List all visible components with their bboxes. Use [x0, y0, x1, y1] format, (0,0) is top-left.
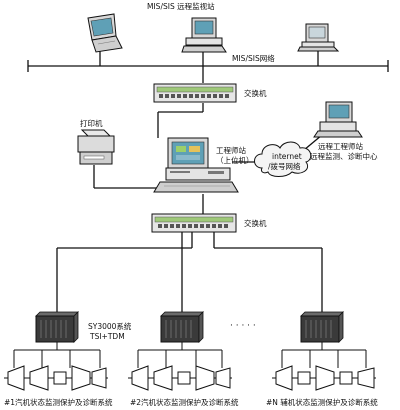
mis-network-label: MIS/SIS网络 — [232, 54, 275, 63]
cloud-label-dialup: /拨号网络 — [268, 162, 301, 171]
cabinet-unitN-icon — [300, 311, 344, 343]
laptop-icon — [87, 13, 123, 53]
remote-station-icon — [313, 101, 363, 138]
cloud-label-internet: internet — [272, 152, 302, 161]
cabinet-unit2-icon — [160, 311, 204, 343]
sy3000-label: SY3000系统 — [88, 322, 132, 331]
engineer-station-sublabel: （上位机） — [216, 156, 254, 165]
cabinet-unit1-icon — [35, 311, 79, 343]
ellipsis-more-units: · · · · · — [230, 321, 256, 331]
engineer-station-icon — [153, 137, 239, 193]
unit1-label: #1汽机状态监测保护及诊断系统 — [4, 398, 113, 407]
unitN-label: #N 辅机状态监测保护及诊断系统 — [266, 398, 378, 407]
printer-label: 打印机 — [80, 119, 103, 128]
engineer-station-label: 工程师站 — [216, 146, 246, 155]
top-station-label: MIS/SIS 远程监视站 — [147, 2, 215, 11]
unit1-machine-train — [4, 365, 108, 391]
sy3000-sublabel: TSI+TDM — [90, 332, 125, 341]
switch-bottom-icon — [151, 213, 237, 233]
unitN-machine-train — [272, 365, 376, 391]
unit2-label: #2汽机状态监测保护及诊断系统 — [130, 398, 239, 407]
switch-bottom-label: 交换机 — [244, 219, 267, 228]
remote-station-label: 远程工程师站 — [318, 142, 363, 151]
remote-center-label: 远程监测、诊断中心 — [310, 152, 378, 161]
internet-cloud-icon — [254, 141, 312, 177]
unit2-machine-train — [128, 365, 232, 391]
workstation-icon — [297, 23, 340, 52]
desktop-computer-icon — [181, 17, 227, 53]
switch-top-icon — [153, 83, 237, 103]
printer-icon — [77, 129, 115, 165]
switch-top-label: 交换机 — [244, 89, 267, 98]
